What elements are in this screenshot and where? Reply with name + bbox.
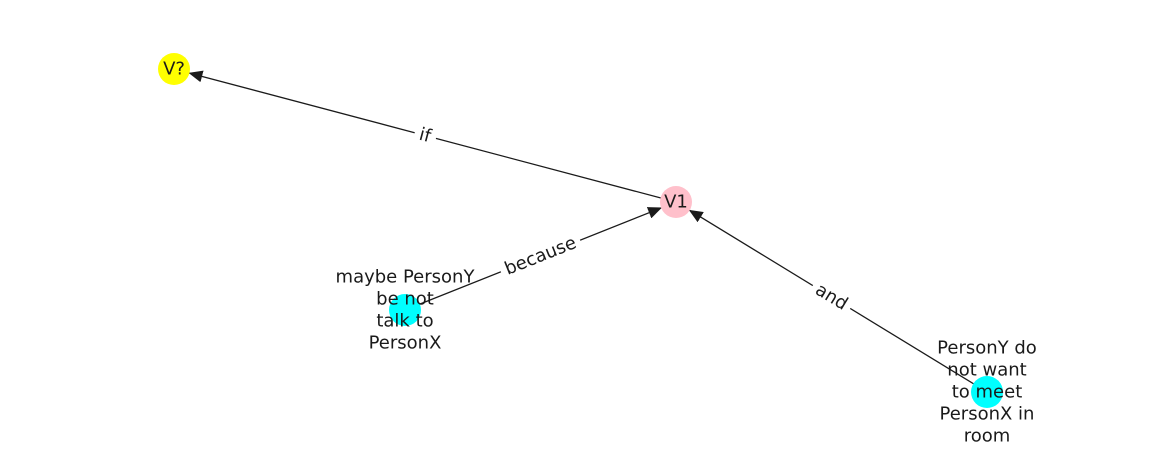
edges-layer (188, 70, 988, 393)
node-label-line: not want (947, 360, 1026, 381)
node-label-line: talk to (376, 311, 433, 332)
edge-label-group-2: and (806, 275, 857, 319)
node-label-line: room (964, 426, 1011, 447)
node-label-line: be not (376, 289, 434, 310)
node-label-line: PersonY do (937, 338, 1037, 359)
node-label-v_q: V? (163, 59, 185, 80)
node-v1 (660, 186, 692, 218)
nodes-layer (158, 53, 1003, 408)
node-label-line: V? (163, 59, 185, 80)
node-label-line: maybe PersonY (336, 267, 476, 288)
node-label-line: PersonX (369, 333, 442, 354)
edge-label-bg (496, 229, 585, 283)
node-label-line: V1 (664, 192, 688, 213)
edge-label-because: because (502, 232, 580, 279)
edge-label-group-0: if (411, 121, 439, 150)
edge-label-bg (806, 275, 857, 319)
node-label-line: PersonX in (940, 404, 1035, 425)
node-v_q (158, 53, 190, 85)
node-label-v1: V1 (664, 192, 688, 213)
node-c2 (971, 376, 1003, 408)
edge-label-bg (411, 121, 439, 150)
node-label-line: to meet (952, 382, 1023, 403)
node-c1 (389, 294, 421, 326)
edge-label-group-1: because (496, 229, 585, 283)
